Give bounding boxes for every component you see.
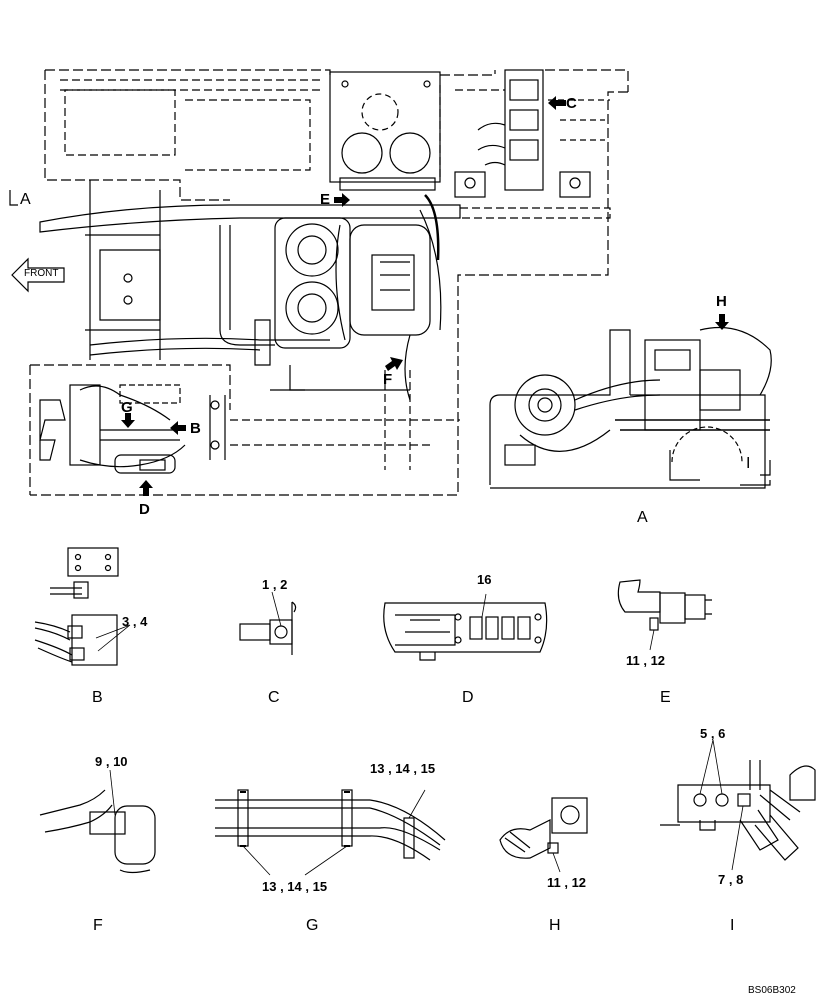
part-number-e: 11 , 12 (626, 653, 666, 668)
detail-f (39, 769, 156, 874)
view-i-caption: I (730, 917, 735, 934)
callout-f: F (383, 371, 393, 388)
detail-e (617, 579, 712, 651)
view-d-caption: D (462, 689, 474, 706)
drawing-id: BS06B302 (748, 985, 796, 996)
pilot-valve-assembly (454, 69, 591, 198)
left-frame (85, 180, 161, 360)
part-number-g-top: 13 , 14 , 15 (370, 761, 436, 776)
section-marks (9, 190, 771, 476)
part-number-h: 11 , 12 (547, 875, 587, 890)
part-number-d: 16 (477, 572, 492, 587)
detail-i (660, 739, 816, 871)
arrow-f (385, 357, 403, 371)
arrow-g (121, 413, 135, 428)
arrow-h (715, 314, 729, 330)
view-h-caption: H (549, 917, 561, 934)
callout-g: G (121, 399, 133, 416)
callout-d: D (139, 501, 150, 518)
section-mark-a: A (20, 191, 31, 208)
arrow-d (139, 480, 153, 496)
arrow-b (170, 421, 186, 435)
cross-beam (39, 204, 611, 233)
detail-g (215, 789, 446, 876)
detail-h (499, 797, 588, 873)
view-c-caption: C (268, 689, 280, 706)
part-number-g-bottom: 13 , 14 , 15 (262, 879, 328, 894)
hose-lines (89, 319, 411, 401)
view-a-caption: A (637, 509, 648, 526)
part-number-b: 3 , 4 (122, 614, 148, 629)
view-b-caption: B (92, 689, 103, 706)
detail-d (383, 593, 548, 661)
part-number-i-bottom: 7 , 8 (718, 872, 744, 887)
callout-b: B (190, 420, 201, 437)
front-label: FRONT (24, 268, 59, 279)
part-number-f: 9 , 10 (95, 754, 128, 769)
section-mark-i: I (746, 455, 751, 472)
callout-c: C (566, 95, 577, 112)
detail-c (239, 591, 297, 655)
arrow-e (334, 193, 350, 207)
part-number-c: 1 , 2 (262, 577, 288, 592)
callout-h: H (716, 293, 727, 310)
callout-e: E (320, 191, 331, 208)
callout-arrows (121, 96, 729, 496)
front-arrow-icon (11, 257, 65, 293)
control-valve-block (329, 71, 441, 191)
main-frame (29, 69, 629, 496)
view-e-caption: E (660, 689, 671, 706)
radiator-assembly (39, 384, 226, 474)
view-f-caption: F (93, 917, 103, 934)
front-direction-arrow: FRONT (10, 255, 66, 295)
view-a-inset (489, 326, 772, 489)
part-number-i-top: 5 , 6 (700, 726, 726, 741)
hydraulic-pumps (219, 194, 442, 349)
arrow-c (548, 96, 566, 110)
view-g-caption: G (306, 917, 319, 934)
detail-b (34, 547, 131, 666)
